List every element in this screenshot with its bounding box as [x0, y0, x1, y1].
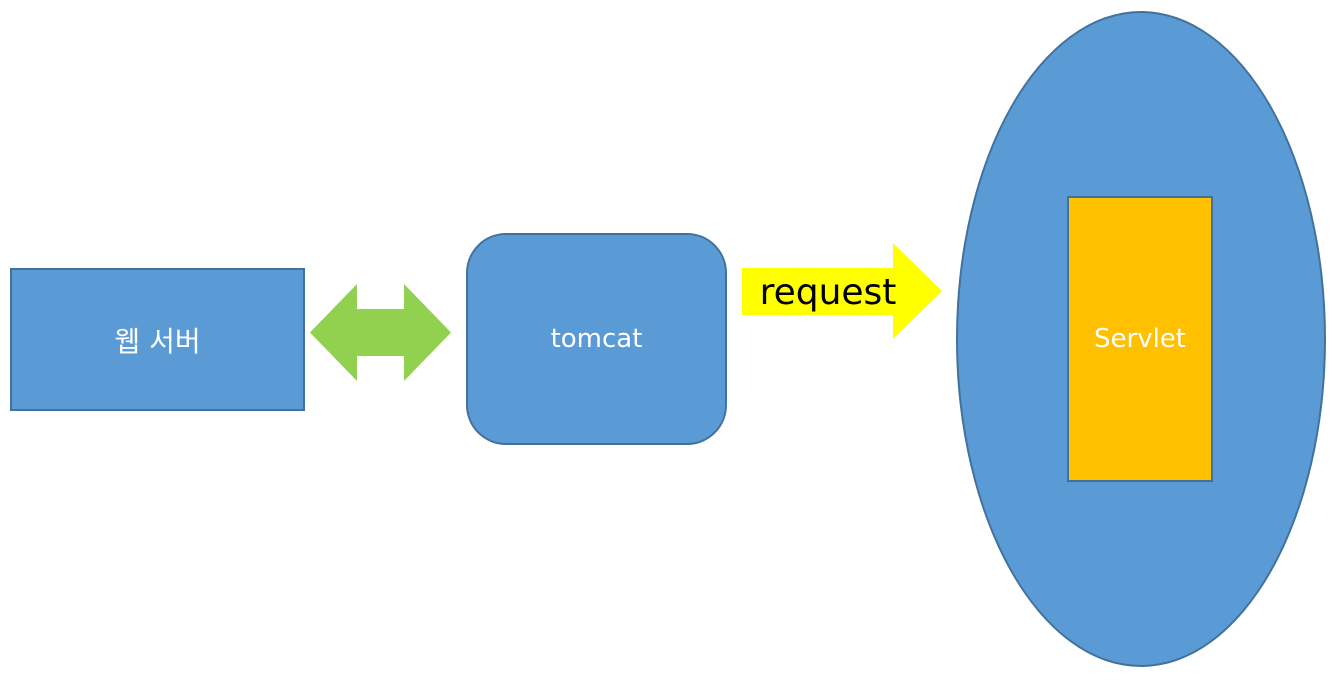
request-label: request: [759, 271, 897, 313]
servlet-box: Servlet: [1067, 196, 1213, 482]
servlet-label: Servlet: [1094, 324, 1186, 354]
tomcat-label: tomcat: [550, 324, 643, 354]
request-arrow: [742, 243, 942, 339]
web-server-box: 웹 서버: [10, 268, 305, 411]
web-server-label: 웹 서버: [114, 324, 201, 358]
tomcat-box: tomcat: [466, 233, 727, 445]
bidirectional-arrow: [310, 284, 451, 381]
